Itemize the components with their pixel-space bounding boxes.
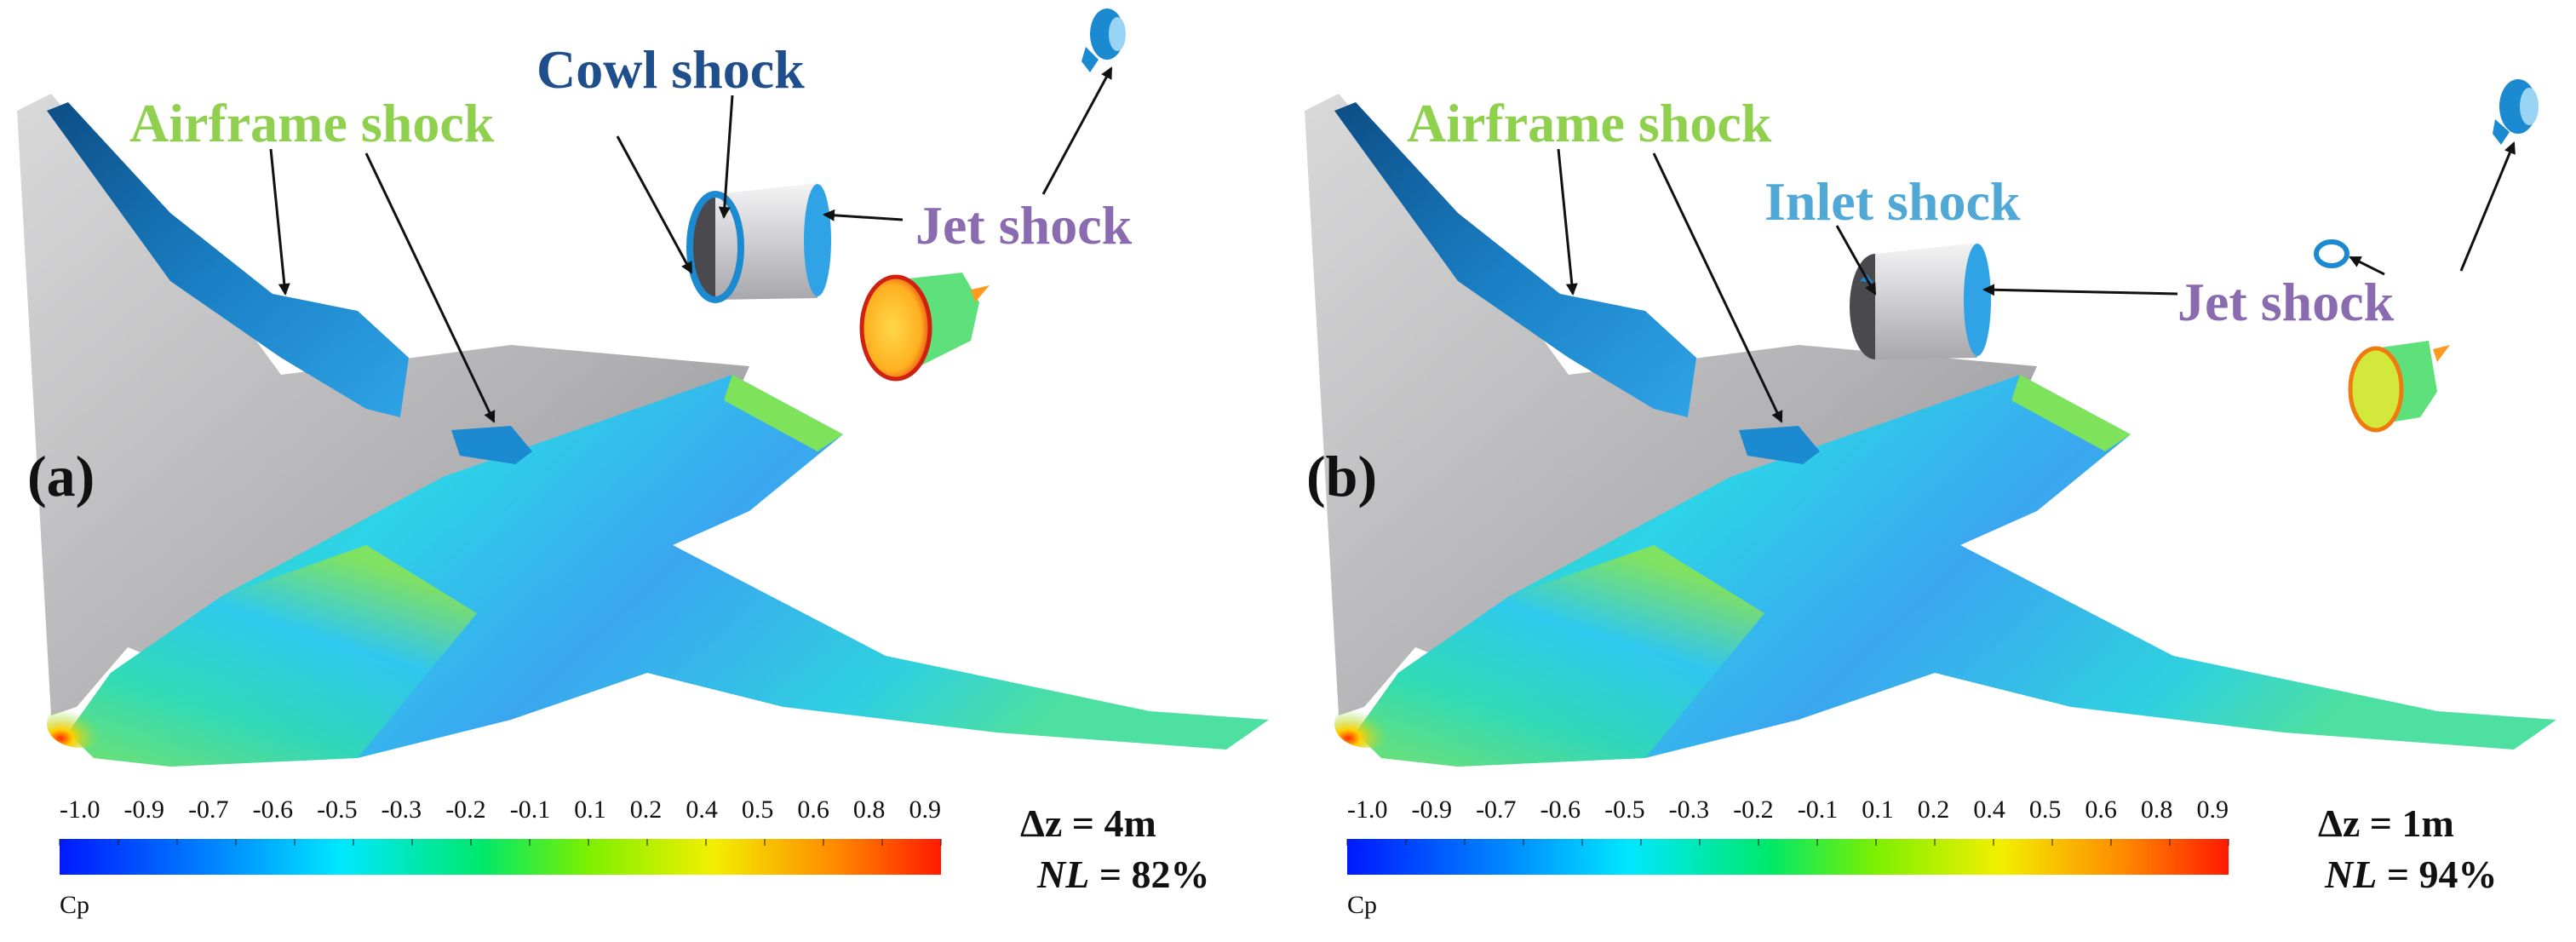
canopy-shock — [451, 426, 532, 464]
forebody-cp — [1356, 545, 1764, 767]
jet-shock-label: Jet shock — [2177, 272, 2395, 332]
colorbar — [60, 839, 941, 875]
delta-z-value: = 4m — [1071, 801, 1156, 845]
tick-label: -0.9 — [123, 796, 165, 824]
arrow-airframe-2 — [1652, 152, 1783, 423]
engine-nacelle-cowl — [686, 183, 831, 303]
nl-stat: NL = 82% — [1037, 852, 1210, 897]
nl-stat: NL = 94% — [2325, 852, 2498, 897]
tick-label: 0.5 — [2028, 796, 2062, 824]
nl-value: = 94% — [2386, 853, 2498, 896]
tick-label: 0.2 — [1917, 796, 1950, 824]
tick-label: 0.5 — [741, 796, 774, 824]
airframe-shock-surface — [47, 102, 409, 417]
delta-z-stat: Δz = 4m — [1020, 801, 1156, 846]
tick-label: 0.8 — [852, 796, 886, 824]
colorbar-ticks — [59, 839, 942, 846]
tick-label: 0.6 — [2085, 796, 2117, 824]
arrow-airframe-1 — [1557, 148, 1578, 296]
tick-label: -0.3 — [381, 796, 422, 824]
colorbar-title: Cp — [1347, 891, 1378, 919]
colorbar-title: Cp — [60, 891, 90, 919]
panel-b: (b) Airframe shock Inlet shock Jet shock… — [1288, 0, 2575, 942]
tick-label: 0.1 — [1862, 796, 1894, 824]
tick-label: 0.6 — [797, 796, 829, 824]
arrow-jet-2 — [2349, 256, 2385, 276]
canopy-shock — [1739, 426, 1820, 464]
airframe-shock-label: Airframe shock — [129, 93, 495, 153]
panel-label: (b) — [1306, 444, 1378, 508]
airframe-shock-surface — [1334, 102, 1696, 417]
arrow-cowl-2 — [718, 95, 734, 219]
arrow-jet-2 — [1041, 66, 1113, 195]
tick-label: -0.5 — [1604, 796, 1645, 824]
tick-label: -0.6 — [252, 796, 294, 824]
inlet-shock-label: Inlet shock — [1764, 171, 2021, 232]
tick-label: 0.4 — [686, 796, 718, 824]
tick-label: 0.9 — [909, 796, 941, 824]
tick-label: -0.1 — [1797, 796, 1839, 824]
colorbar — [1347, 839, 2229, 875]
engine-nozzle-cp — [2348, 341, 2450, 433]
arrow-inlet — [1835, 225, 1877, 296]
aircraft-scene — [17, 9, 1269, 875]
tick-label: -0.3 — [1668, 796, 1710, 824]
wing-leading-edge-green — [2011, 375, 2131, 451]
tick-label: 0.2 — [629, 796, 663, 824]
colorbar-tick-labels: -1.0 -0.9 -0.7 -0.6 -0.5 -0.3 -0.2 -0.1 … — [1347, 796, 2229, 824]
tick-label: -1.0 — [60, 796, 100, 824]
tick-label: -0.7 — [188, 796, 229, 824]
tick-label: -0.9 — [1411, 796, 1453, 824]
engine-nozzle-cp — [859, 273, 990, 382]
tick-label: -0.5 — [317, 796, 358, 824]
colorbar-tick-labels: -1.0 -0.9 -0.7 -0.6 -0.5 -0.3 -0.2 -0.1 … — [60, 796, 941, 824]
delta-z-stat: Δz = 1m — [2318, 801, 2454, 846]
tick-label: -0.7 — [1476, 796, 1517, 824]
delta-z-value: = 1m — [2369, 801, 2454, 845]
nl-value: = 82% — [1099, 853, 1210, 896]
arrow-airframe-1 — [269, 148, 290, 296]
tick-label: -0.1 — [509, 796, 551, 824]
forebody-cp — [68, 545, 477, 767]
near-jet-shock-ring — [2314, 239, 2349, 268]
arrow-jet-1 — [823, 209, 904, 221]
nose-stagnation — [47, 700, 115, 748]
tick-label: -0.6 — [1540, 796, 1581, 824]
tick-label: -0.2 — [1733, 796, 1774, 824]
tick-label: 0.1 — [574, 796, 606, 824]
tick-label: -0.2 — [445, 796, 486, 824]
panel-a: (a) Airframe shock Cowl shock Jet shock … — [17, 9, 1269, 919]
far-jet-shock — [1081, 9, 1126, 72]
cowl-shock-label: Cowl shock — [536, 39, 805, 100]
wing-leading-edge-green — [724, 375, 843, 451]
delta-z-symbol: Δz — [1020, 801, 1063, 845]
nl-symbol: NL — [1037, 853, 1090, 896]
arrow-airframe-2 — [364, 152, 496, 423]
far-jet-shock — [2493, 79, 2539, 145]
jet-shock-label: Jet shock — [915, 195, 1133, 256]
airframe-shock-label: Airframe shock — [1407, 93, 1772, 153]
tick-label: 0.4 — [1973, 796, 2005, 824]
tick-label: -1.0 — [1347, 796, 1388, 824]
arrow-cowl-1 — [616, 135, 693, 274]
engine-nacelle-inlet — [1850, 243, 1991, 359]
tick-label: 0.9 — [2196, 796, 2229, 824]
delta-z-symbol: Δz — [2318, 801, 2361, 845]
arrow-jet-3 — [2459, 141, 2516, 272]
tick-label: 0.8 — [2140, 796, 2173, 824]
aircraft-scene — [1305, 79, 2556, 875]
nl-symbol: NL — [2325, 853, 2378, 896]
nose-stagnation — [1334, 700, 1403, 748]
colorbar-ticks — [1346, 839, 2229, 846]
panel-label: (a) — [27, 444, 95, 508]
arrow-jet-1 — [1982, 284, 2178, 296]
